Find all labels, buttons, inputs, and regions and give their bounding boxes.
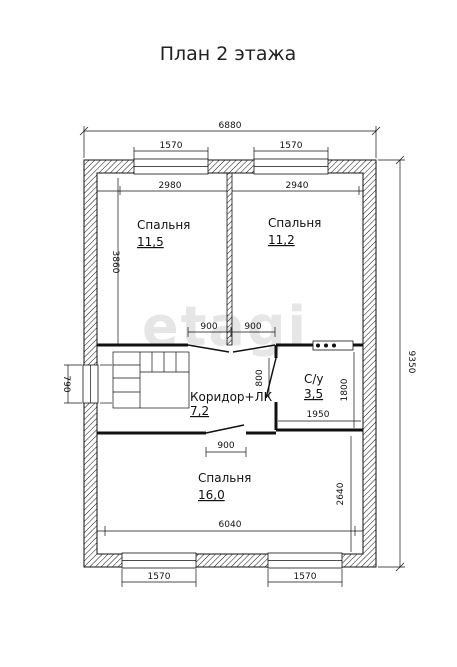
svg-text:1570: 1570 bbox=[160, 141, 183, 151]
dim-bath-height: 1800 bbox=[340, 352, 355, 428]
svg-text:2640: 2640 bbox=[336, 482, 346, 505]
dim-corridor-door: 900 bbox=[205, 441, 247, 457]
svg-text:1570: 1570 bbox=[294, 572, 317, 582]
dim-bottom-windows: 1570 1570 bbox=[121, 569, 343, 587]
dim-doors: 900 900 bbox=[187, 322, 276, 337]
svg-text:900: 900 bbox=[244, 322, 261, 332]
svg-text:2980: 2980 bbox=[159, 181, 182, 191]
room-bedroom1-area: 11,5 bbox=[137, 235, 164, 249]
room-corridor-area: 7,2 bbox=[190, 404, 209, 418]
dim-bath-door: 800 bbox=[255, 358, 270, 398]
dim-overall-height: 9350 bbox=[378, 155, 416, 572]
door-bathroom bbox=[265, 357, 277, 399]
room-bedroom3-name: Спальня bbox=[198, 471, 251, 485]
svg-text:790: 790 bbox=[61, 375, 71, 392]
room-bedroom2-name: Спальня bbox=[268, 216, 321, 230]
svg-text:9350: 9350 bbox=[406, 351, 416, 374]
dim-bedroom3-height: 2640 bbox=[336, 436, 352, 552]
plan-title: План 2 этажа bbox=[160, 43, 297, 65]
door-bedroom3 bbox=[205, 424, 245, 434]
svg-text:1800: 1800 bbox=[340, 378, 350, 401]
svg-text:6040: 6040 bbox=[219, 520, 242, 530]
dim-bath-width: 1950 bbox=[278, 410, 361, 422]
staircase bbox=[100, 351, 190, 409]
dim-bedroom1-height: 3860 bbox=[110, 178, 120, 345]
svg-text:2940: 2940 bbox=[286, 181, 309, 191]
svg-text:1570: 1570 bbox=[148, 572, 171, 582]
room-bedroom3-area: 16,0 bbox=[198, 488, 225, 502]
svg-text:900: 900 bbox=[217, 441, 234, 451]
room-bathroom-name: С/у bbox=[304, 372, 324, 386]
svg-text:900: 900 bbox=[200, 322, 217, 332]
dim-overall-width: 6880 bbox=[79, 121, 381, 158]
room-bathroom-area: 3,5 bbox=[304, 387, 323, 401]
room-bedroom1-name: Спальня bbox=[137, 218, 190, 232]
room-bedroom2-area: 11,2 bbox=[268, 233, 295, 247]
svg-text:3860: 3860 bbox=[110, 251, 120, 274]
dim-stair-opening: 790 bbox=[61, 364, 82, 404]
room-corridor-name: Коридор+ЛК bbox=[190, 390, 273, 404]
svg-text:1570: 1570 bbox=[280, 141, 303, 151]
door-bedroom2 bbox=[232, 344, 276, 353]
watermark: etagi bbox=[142, 295, 308, 358]
svg-text:800: 800 bbox=[255, 369, 265, 386]
dim-bedroom-widths: 2980 2940 bbox=[97, 181, 363, 195]
dim-bedroom3-width: 6040 bbox=[97, 520, 363, 536]
door-bedroom1 bbox=[187, 344, 230, 353]
dim-top-windows: 1570 1570 bbox=[133, 141, 329, 159]
svg-text:1950: 1950 bbox=[307, 410, 330, 420]
wall-between-bedrooms bbox=[226, 172, 233, 346]
svg-text:6880: 6880 bbox=[219, 121, 242, 131]
